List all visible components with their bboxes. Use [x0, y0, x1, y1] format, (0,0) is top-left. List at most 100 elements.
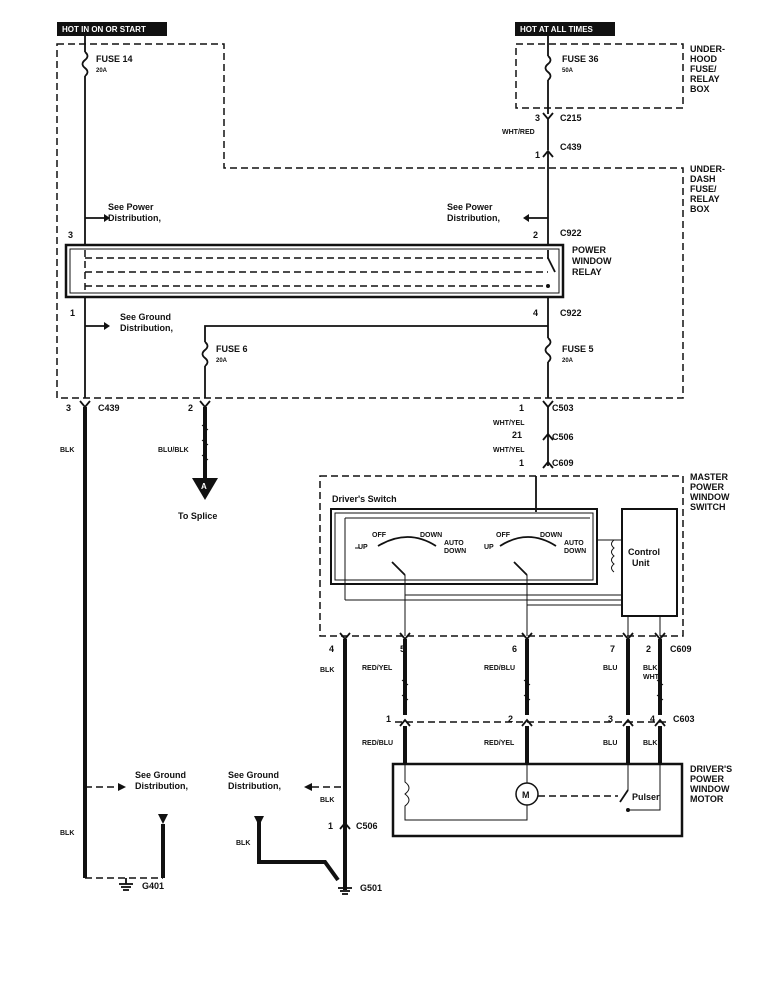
see-power-left-2: Distribution, — [108, 213, 161, 223]
power-window-relay-box — [64, 243, 565, 299]
connector-c439-top-label: C439 — [560, 142, 582, 152]
wire-red-yel-top: RED/YEL — [362, 665, 393, 672]
svg-text:WHT/YEL: WHT/YEL — [493, 447, 525, 454]
master-switch-outline — [319, 475, 684, 637]
fuse-14-symbol — [81, 51, 89, 77]
wire-blk-c609: BLK — [320, 667, 334, 674]
splice-a-triangle — [192, 478, 218, 500]
fuse-36-symbol — [544, 55, 552, 81]
svg-text:UNDER-: UNDER- — [690, 44, 725, 54]
svg-text:1: 1 — [535, 150, 540, 160]
header-right-text: HOT AT ALL TIMES — [520, 25, 594, 34]
svg-text:DRIVER'S: DRIVER'S — [690, 764, 732, 774]
fuse-14-name: FUSE 14 — [96, 54, 133, 64]
see-power-right-1: See Power — [447, 202, 493, 212]
svg-text:RELAY: RELAY — [690, 194, 720, 204]
splice-a-marker: A — [201, 482, 207, 491]
see-ground-g401-2: Distribution, — [135, 781, 188, 791]
fuse-36-rating: 50A — [562, 68, 574, 74]
svg-text:1: 1 — [386, 714, 391, 724]
ground-g401-symbol — [119, 878, 133, 891]
wire-wht-red: WHT/RED — [502, 129, 535, 136]
see-power-right-2: Distribution, — [447, 213, 500, 223]
svg-text:FUSE/: FUSE/ — [690, 64, 717, 74]
svg-text:AUTO: AUTO — [444, 540, 464, 547]
svg-text:OFF: OFF — [496, 532, 511, 539]
svg-text:1: 1 — [70, 308, 75, 318]
fuse-5-rating: 20A — [562, 358, 574, 364]
master-switch-label: MASTER POWER WINDOW SWITCH — [690, 472, 730, 512]
underhood-box-outline — [515, 43, 684, 109]
wire-red-blu-top: RED/BLU — [484, 665, 515, 672]
svg-text:WINDOW: WINDOW — [572, 256, 612, 266]
svg-text:BLK: BLK — [60, 830, 74, 837]
window-motor-box — [391, 762, 684, 838]
svg-text:1: 1 — [519, 403, 524, 413]
underdash-box-label: UNDER- DASH FUSE/ RELAY BOX — [690, 164, 725, 214]
svg-text:MOTOR: MOTOR — [690, 794, 724, 804]
switch-up-down-2: OFF UP DOWN AUTO DOWN — [484, 532, 586, 636]
svg-text:FUSE/: FUSE/ — [690, 184, 717, 194]
connector-c922-top-label: C922 — [560, 228, 582, 238]
wire-red-blu-bottom: RED/BLU — [362, 740, 393, 747]
connector-c503-label: C503 — [552, 403, 574, 413]
svg-text:DOWN: DOWN — [540, 532, 562, 539]
underhood-box-label: UNDER- HOOD FUSE/ RELAY BOX — [690, 44, 725, 94]
svg-text:WINDOW: WINDOW — [690, 784, 730, 794]
svg-text:MASTER: MASTER — [690, 472, 729, 482]
fuse-14-rating: 20A — [96, 68, 108, 74]
svg-text:UP: UP — [358, 544, 368, 551]
svg-text:3: 3 — [66, 403, 71, 413]
svg-text:BLK: BLK — [320, 797, 334, 804]
svg-text:3: 3 — [608, 714, 613, 724]
see-ground-g501-2: Distribution, — [228, 781, 281, 791]
svg-text:POWER: POWER — [690, 482, 725, 492]
svg-text:DOWN: DOWN — [564, 548, 586, 555]
ground-g501-label: G501 — [360, 883, 382, 893]
wire-blk-left: BLK — [60, 447, 74, 454]
fuse-6-rating: 20A — [216, 358, 228, 364]
svg-text:2: 2 — [188, 403, 193, 413]
ground-g501-symbol — [338, 880, 352, 895]
svg-text:BLK: BLK — [236, 840, 250, 847]
wire-blu-top: BLU — [603, 665, 617, 672]
wire-blu-bottom: BLU — [603, 740, 617, 747]
connector-c439-bottom-label: C439 — [98, 403, 120, 413]
motor-m-label: M — [522, 790, 530, 800]
connector-c922-bottom-label: C922 — [560, 308, 582, 318]
svg-text:AUTO: AUTO — [564, 540, 584, 547]
motor-symbol — [515, 782, 539, 806]
control-unit-label-1: Control — [628, 547, 660, 557]
svg-text:BLK: BLK — [643, 665, 657, 672]
svg-text:1: 1 — [519, 458, 524, 468]
svg-text:4: 4 — [650, 714, 655, 724]
svg-text:SWITCH: SWITCH — [690, 502, 726, 512]
svg-text:BOX: BOX — [690, 84, 710, 94]
connector-c603-label: C603 — [673, 714, 695, 724]
ground-g401-label: G401 — [142, 881, 164, 891]
svg-text:6: 6 — [512, 644, 517, 654]
svg-text:POWER: POWER — [690, 774, 725, 784]
svg-text:RELAY: RELAY — [572, 267, 602, 277]
svg-text:DOWN: DOWN — [420, 532, 442, 539]
svg-text:HOOD: HOOD — [690, 54, 718, 64]
connector-c609-bottom-label: C609 — [670, 644, 692, 654]
svg-text:DOWN: DOWN — [444, 548, 466, 555]
svg-text:21: 21 — [512, 430, 522, 440]
motor-label: DRIVER'S POWER WINDOW MOTOR — [690, 764, 732, 804]
see-ground-g401-1: See Ground — [135, 770, 186, 780]
header-hot-at-all-times: HOT AT ALL TIMES — [515, 22, 615, 36]
pin-3-c922-left: 3 — [68, 230, 73, 240]
svg-text:WINDOW: WINDOW — [690, 492, 730, 502]
switch-up-down-1: OFF UP DOWN AUTO DOWN — [355, 532, 466, 636]
svg-text:BOX: BOX — [690, 204, 710, 214]
svg-text:2: 2 — [646, 644, 651, 654]
svg-text:POWER: POWER — [572, 245, 607, 255]
connector-c506-bottom-label: C506 — [356, 821, 378, 831]
drivers-switch-title: Driver's Switch — [332, 494, 397, 504]
to-splice-label: To Splice — [178, 511, 217, 521]
svg-text:WHT/YEL: WHT/YEL — [493, 420, 525, 427]
fuse-5-name: FUSE 5 — [562, 344, 594, 354]
svg-text:3: 3 — [535, 113, 540, 123]
